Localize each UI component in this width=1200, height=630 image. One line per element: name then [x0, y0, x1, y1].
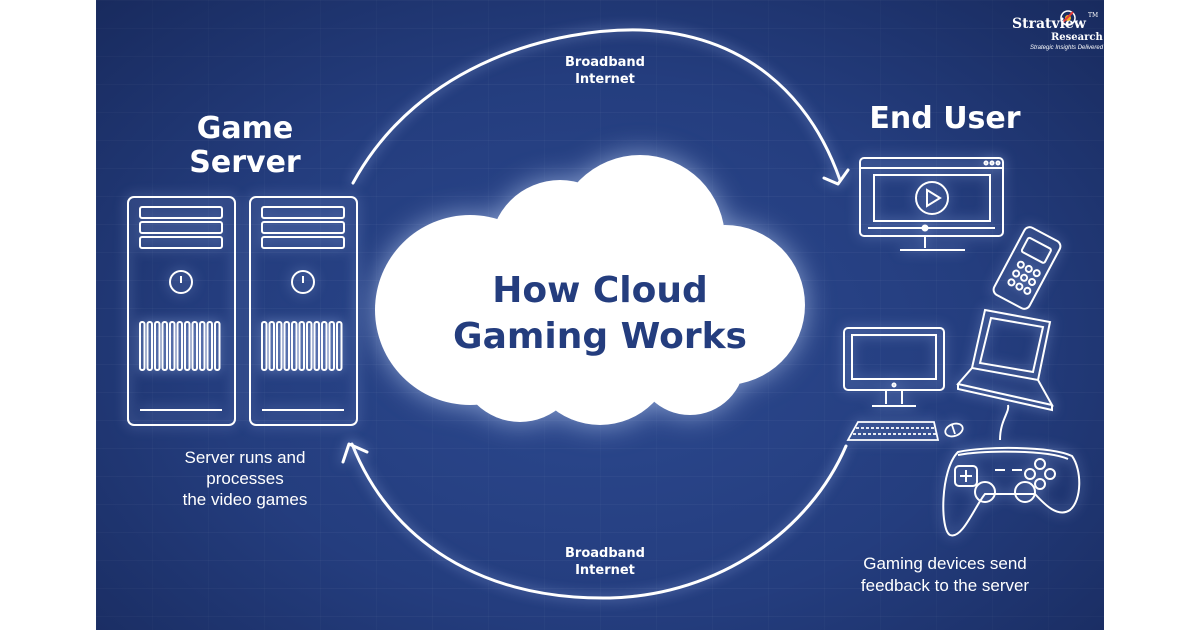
server-vent-slot [321, 321, 328, 371]
cloud-heading-line2: Gaming Works [453, 316, 747, 357]
end-user-title: End User [869, 101, 1021, 136]
server-vent-slot [169, 321, 176, 371]
game-server-title: Game Server [160, 112, 330, 180]
game-server-description: Server runs and processes the video game… [140, 447, 350, 510]
logo-subtitle: Research [1051, 32, 1103, 43]
logo-trademark: TM [1088, 12, 1099, 19]
server-vent-slot [306, 321, 313, 371]
server-vent-slot [283, 321, 290, 371]
gamepad-icon [942, 404, 1081, 537]
server-vent-slot [161, 321, 168, 371]
server-vent-slot [291, 321, 298, 371]
server-vent-slot [154, 321, 161, 371]
bottom-link-line1: Broadband [565, 546, 645, 561]
logo-wordmark: Stratview [1012, 16, 1086, 32]
end-user-desc-line2: feedback to the server [860, 576, 1030, 595]
top-connection-arrow [351, 28, 842, 185]
server-vent-slot [313, 321, 320, 371]
server-tower-icon [249, 196, 358, 426]
smartphone-icon [992, 226, 1062, 310]
cloud-shape [375, 155, 805, 425]
server-vent-slot [336, 321, 343, 371]
server-vent-slot [276, 321, 283, 371]
top-arrowhead-icon [822, 168, 850, 186]
top-link-label: Broadband Internet [530, 54, 680, 88]
server-vent-slot [298, 321, 305, 371]
server-vent-slot [139, 321, 146, 371]
game-server-title-line2: Server [189, 145, 301, 180]
desktop-pc-icon [843, 327, 945, 407]
server-vent-slot [268, 321, 275, 371]
cloud-heading: How Cloud Gaming Works [420, 268, 780, 360]
top-link-line1: Broadband [565, 55, 645, 70]
laptop-icon [956, 308, 1054, 412]
keyboard-icon [846, 421, 940, 441]
server-vent-slot [328, 321, 335, 371]
server-vent-slot [184, 321, 191, 371]
game-server-desc-line2: processes [206, 469, 284, 488]
bottom-connection-arrow [350, 442, 848, 600]
server-tower-icon [127, 196, 236, 426]
server-vent-slot [191, 321, 198, 371]
game-server-title-line1: Game [196, 111, 294, 146]
top-link-line2: Internet [575, 72, 635, 87]
end-user-description: Gaming devices send feedback to the serv… [810, 553, 1080, 597]
server-vent-slot [176, 321, 183, 371]
bottom-arrowhead-icon [341, 442, 369, 464]
bottom-link-line2: Internet [575, 563, 635, 578]
monitor-play-icon [859, 157, 1004, 251]
cloud-heading-line1: How Cloud [492, 270, 708, 311]
server-vent-slot [214, 321, 221, 371]
server-vent-slot [199, 321, 206, 371]
logo-tagline: Strategic Insights Delivered [1030, 45, 1104, 51]
end-user-desc-line1: Gaming devices send [863, 554, 1027, 573]
server-vent-slot [146, 321, 153, 371]
server-vent-slot [261, 321, 268, 371]
server-vent-slot [206, 321, 213, 371]
game-server-desc-line1: Server runs and [184, 448, 306, 467]
game-server-desc-line3: the video games [182, 490, 308, 509]
stratview-logo-icon [1060, 10, 1076, 26]
mouse-icon [944, 422, 964, 438]
bottom-link-label: Broadband Internet [530, 545, 680, 579]
